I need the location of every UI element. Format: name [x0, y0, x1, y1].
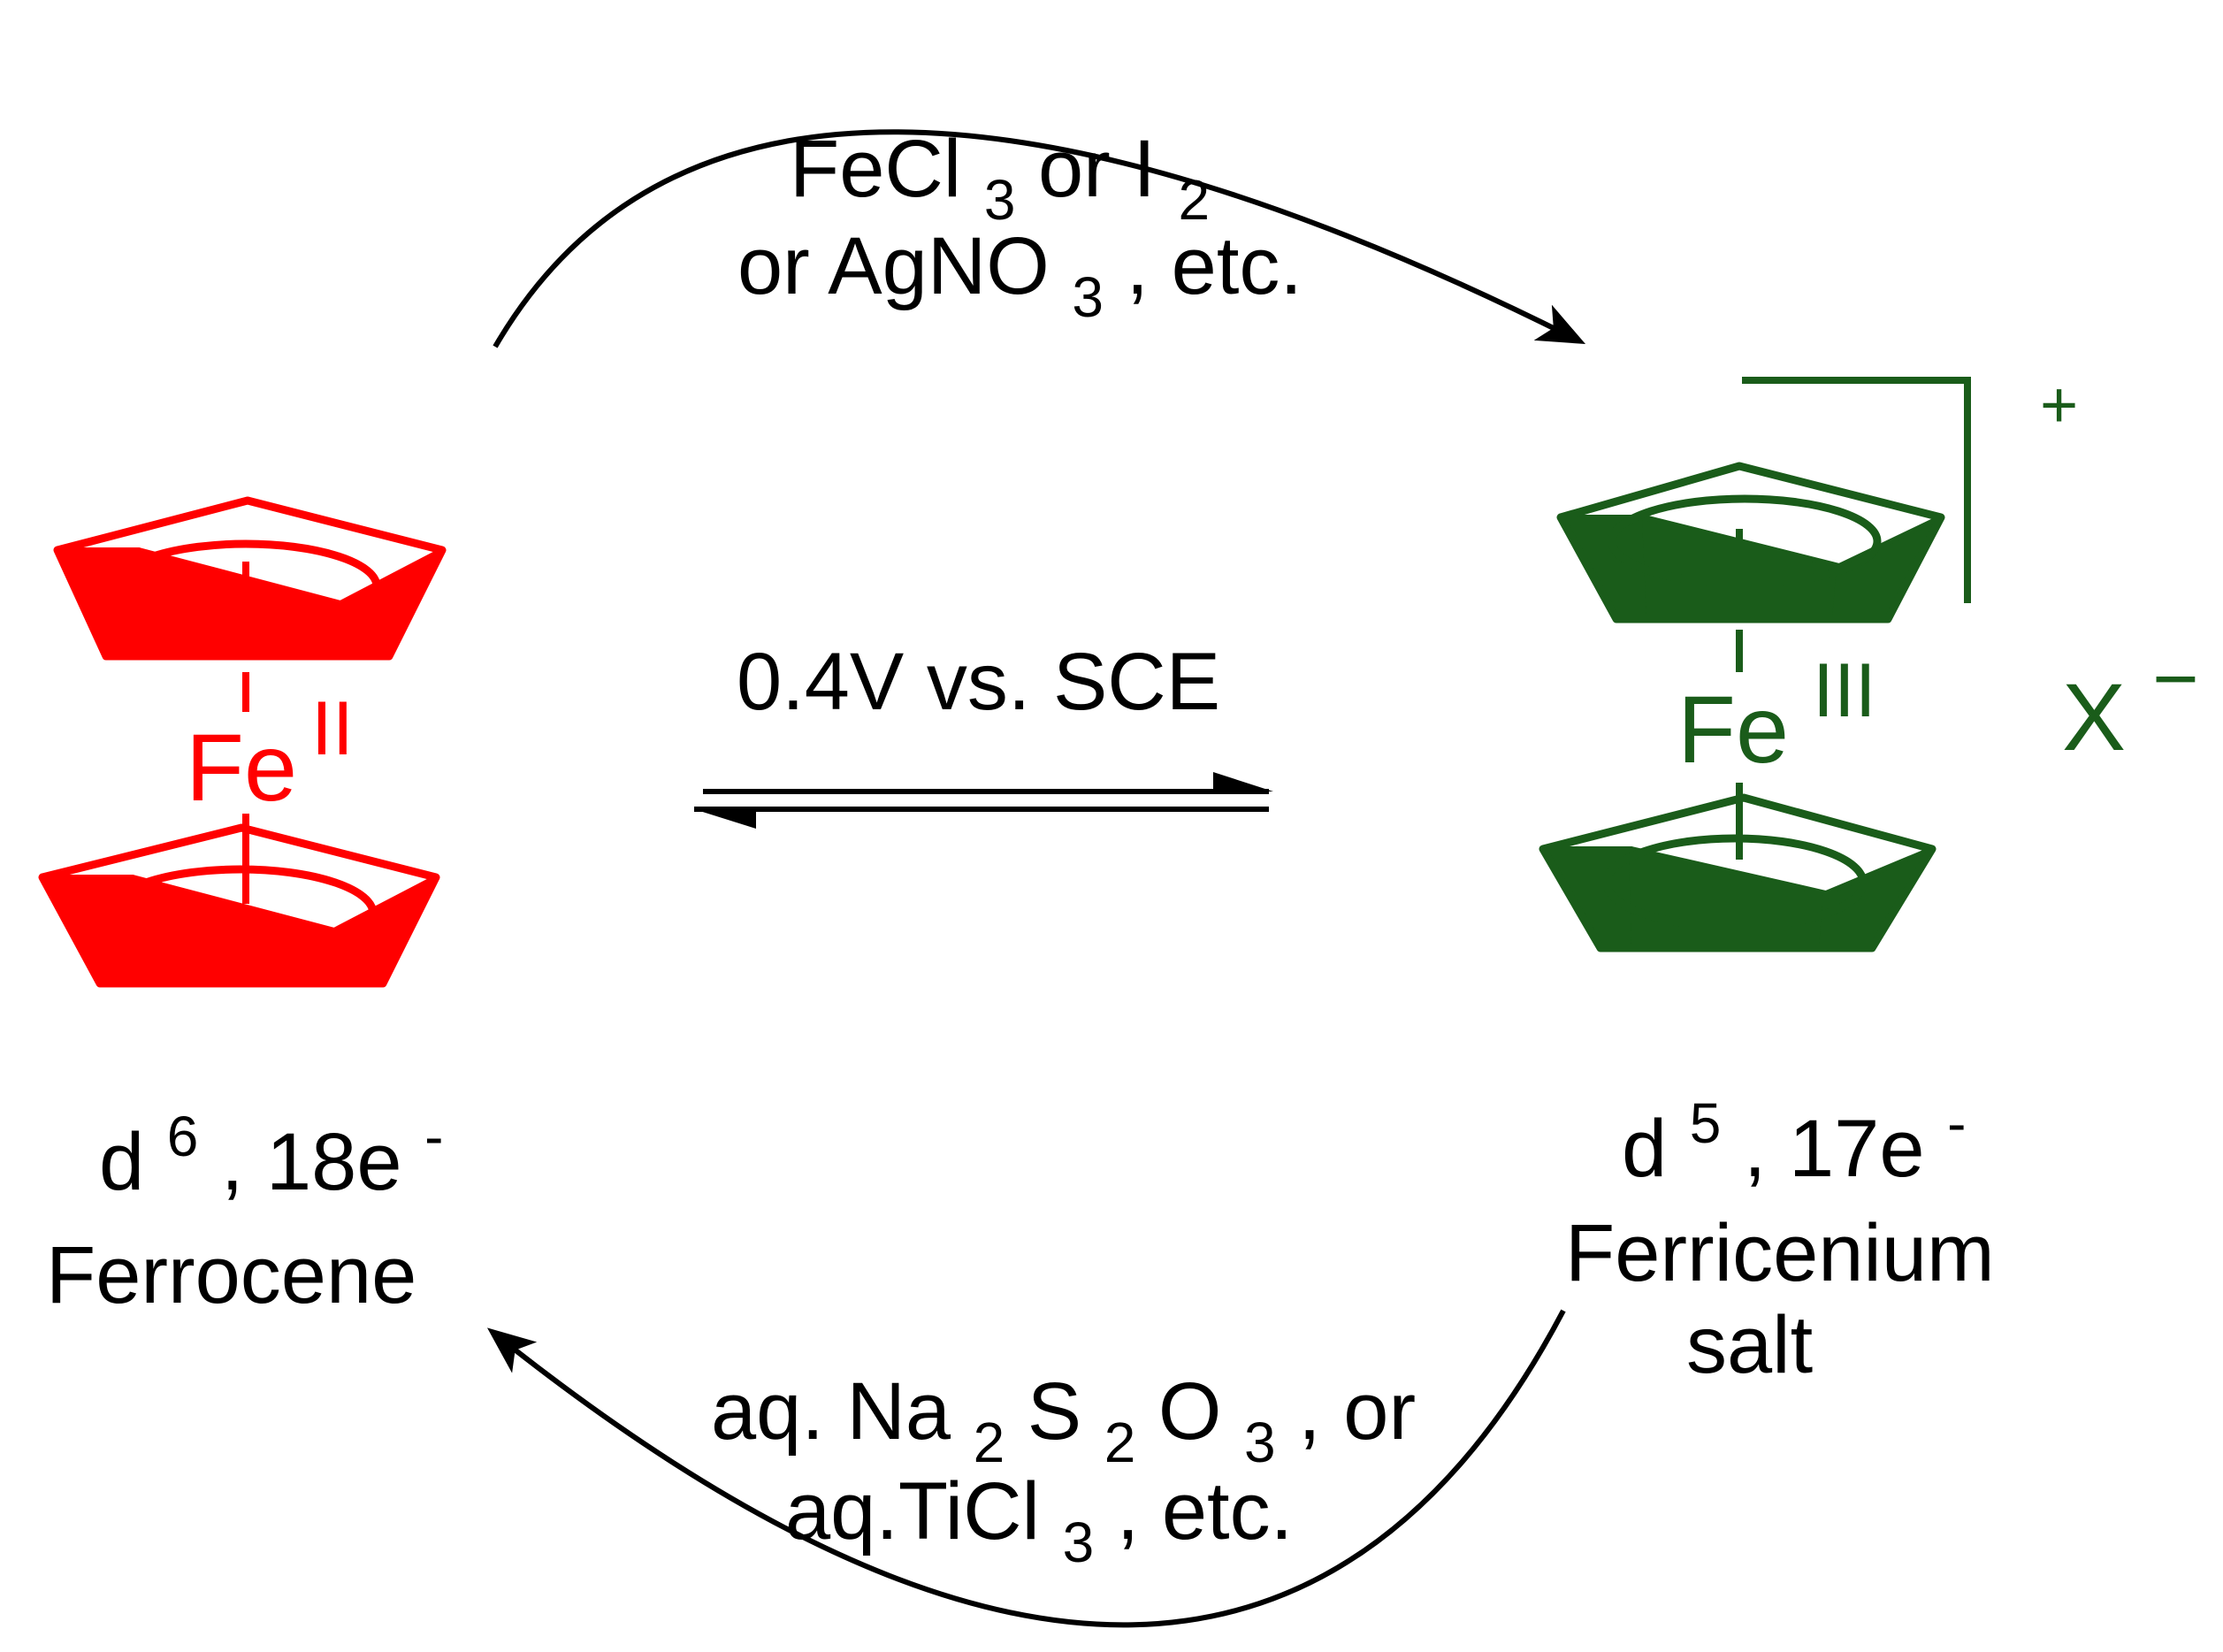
d-electron-count: 5 — [1690, 1091, 1722, 1155]
oxidant-fecl: FeCl — [790, 124, 961, 214]
oxidation-arc-arrow — [493, 129, 1586, 348]
reductant-or: , or — [1298, 1366, 1416, 1457]
reductant-s-subscript: 2 — [1104, 1411, 1136, 1474]
oxidant-iodine: or I — [1038, 124, 1156, 214]
reductant-etc: , etc. — [1117, 1466, 1293, 1556]
bottom-ring-outline — [38, 823, 440, 988]
ferrocene-oxidation-state: II — [311, 686, 354, 771]
oxidant-line2: or AgNO 3 , etc. — [737, 221, 1302, 334]
ferricenium-fe-label: Fe — [1677, 676, 1789, 783]
cation-charge: + — [2040, 368, 2078, 441]
oxidant-agno-subscript: 3 — [1072, 265, 1104, 329]
fe-symbol: Fe — [186, 714, 297, 821]
reductant-ticl: aq.TiCl — [785, 1466, 1040, 1556]
d-prefix: d — [99, 1117, 144, 1207]
counterion-charge: − — [2152, 635, 2199, 723]
d-electron-count: 6 — [167, 1105, 199, 1168]
electron-count-text: , 17e — [1744, 1104, 1925, 1194]
top-ring-outline — [1556, 462, 1945, 623]
charge-bracket — [1742, 377, 1971, 603]
equilibrium-arrows — [694, 772, 1273, 829]
counterion: X − — [2062, 635, 2199, 770]
top-ring-front-edge — [136, 547, 343, 659]
bottom-ring-aromatic-circle — [103, 865, 378, 962]
top-ring-outline — [53, 496, 447, 661]
bottom-ring-front-edge — [130, 875, 337, 986]
ferrocene-fe-label: Fe — [186, 714, 297, 821]
oxidant-agno: or AgNO — [737, 221, 1050, 311]
electron-charge: - — [1947, 1091, 1966, 1155]
bottom-cp-ring — [1539, 783, 1937, 952]
electron-charge: - — [424, 1105, 443, 1168]
ferricenium-structure: Fe III + X − d 5 , 17e - Ferricenium sal… — [1539, 368, 2199, 1390]
bottom-cp-ring — [38, 814, 440, 988]
bottom-ring-aromatic-circle — [1602, 834, 1868, 931]
top-ring-front-edge — [332, 547, 445, 659]
reduction-arc-arrow — [486, 1309, 1566, 1628]
reverse-arrow-head — [694, 809, 756, 829]
reductant-o: O — [1158, 1366, 1222, 1457]
reductant-o-subscript: 3 — [1244, 1411, 1276, 1474]
ferrocene-structure: Fe II d 6 , 18e - Ferrocene — [38, 496, 447, 1320]
oxidant-iodine-subscript: 2 — [1178, 168, 1210, 232]
ferricenium-name-line2: salt — [1686, 1300, 1813, 1390]
reductant-na: aq. Na — [711, 1366, 951, 1457]
ferrocene-electron-count: d 6 , 18e - — [99, 1083, 443, 1207]
reductant-na-subscript: 2 — [974, 1411, 1005, 1474]
ferricenium-oxidation-state: III — [1813, 648, 1876, 733]
bottom-ring-front-edge — [1629, 846, 1829, 951]
forward-arrow-head — [1213, 772, 1273, 792]
electron-count-text: , 18e — [221, 1117, 402, 1207]
reductant-s: S — [1027, 1366, 1081, 1457]
reductant-line2: aq.TiCl 3 , etc. — [785, 1466, 1293, 1579]
bottom-ring-outline — [1539, 793, 1937, 952]
reductant-ticl-subscript: 3 — [1063, 1511, 1095, 1574]
ferricenium-name-line1: Ferricenium — [1565, 1208, 1995, 1298]
top-ring-aromatic-circle — [111, 539, 381, 633]
top-cp-ring — [1556, 462, 1945, 623]
top-ring-aromatic-circle — [1608, 494, 1882, 588]
reductant-line1: aq. Na 2 S 2 O 3 , or — [711, 1366, 1416, 1480]
ferrocene-name: Ferrocene — [46, 1230, 416, 1320]
oxidant-etc: , etc. — [1127, 221, 1302, 311]
counterion-symbol: X — [2062, 663, 2126, 770]
bottom-ring-front-edge — [326, 875, 439, 986]
d-prefix: d — [1622, 1104, 1667, 1194]
oxidant-line1: FeCl 3 or I 2 — [790, 124, 1210, 237]
top-cp-ring — [53, 496, 447, 661]
redox-potential: 0.4V vs. SCE — [737, 637, 1220, 727]
ferricenium-electron-count: d 5 , 17e - — [1622, 1070, 1966, 1194]
oxidant-fecl-subscript: 3 — [984, 168, 1016, 232]
